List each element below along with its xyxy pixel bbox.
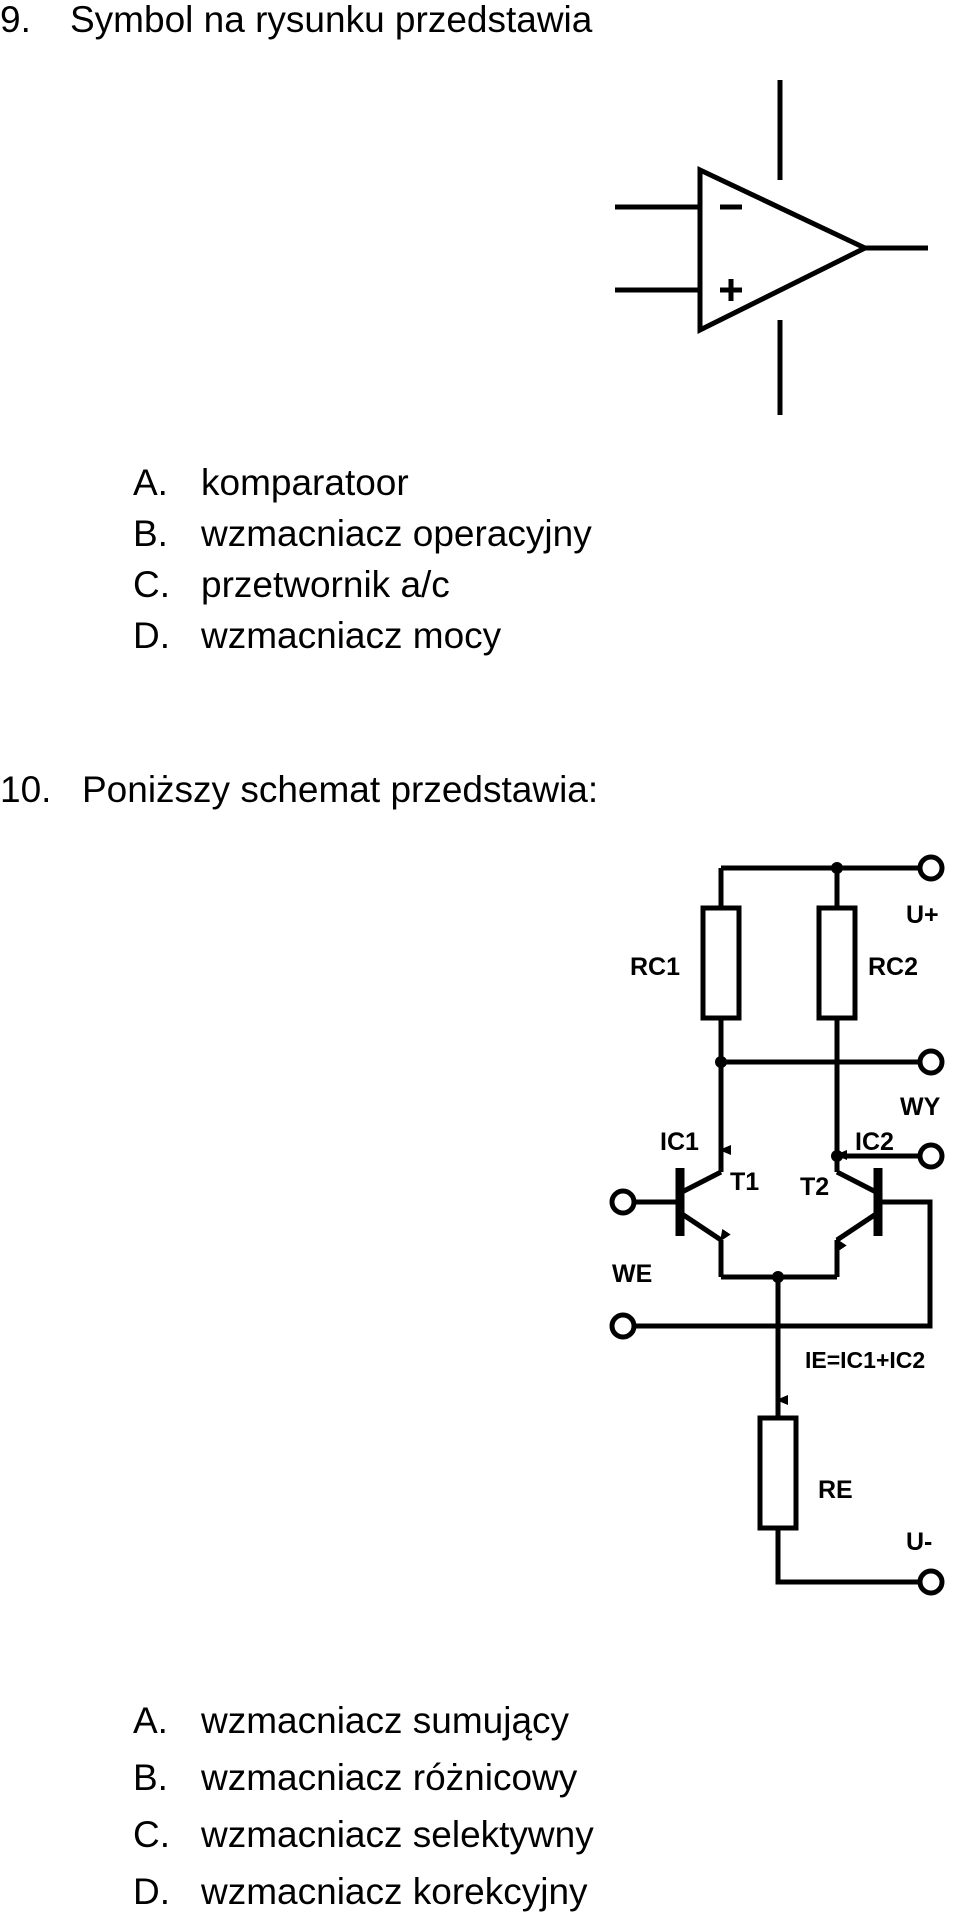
question-text: Symbol na rysunku przedstawia (70, 0, 593, 40)
option-d: D. wzmacniacz korekcyjny (133, 1866, 594, 1923)
label-ic2: IC2 (855, 1128, 894, 1156)
option-letter: C. (133, 1814, 170, 1855)
label-re: RE (818, 1476, 853, 1504)
t2-emitter (835, 1211, 878, 1252)
label-uminus: U- (906, 1528, 932, 1556)
option-text: komparatoor (201, 462, 409, 503)
uminus-terminal (917, 1568, 945, 1596)
option-a: A. wzmacniacz sumujący (133, 1695, 594, 1752)
question-10-options: A. wzmacniacz sumujący B. wzmacniacz różni… (133, 1695, 594, 1923)
we-terminal-1 (609, 1188, 637, 1216)
differential-amplifier-schematic: RC1 RC2 U+ WY IC1 IC2 T1 T2 WE IE=IC1+IC… (609, 854, 945, 1596)
option-letter: C. (133, 564, 170, 605)
label-we: WE (612, 1260, 652, 1288)
option-a: A. komparatoor (133, 457, 592, 508)
option-text: wzmacniacz mocy (201, 615, 502, 656)
junction-dot (831, 862, 843, 874)
re-resistor (757, 1415, 799, 1531)
option-letter: D. (133, 615, 170, 656)
option-text: wzmacniacz korekcyjny (201, 1871, 588, 1912)
junction-dot (831, 1150, 843, 1162)
option-letter: B. (133, 1757, 168, 1798)
option-c: C. wzmacniacz selektywny (133, 1809, 594, 1866)
label-t1: T1 (730, 1168, 759, 1196)
option-text: przetwornik a/c (201, 564, 450, 605)
op-amp-symbol (615, 80, 928, 415)
t2-base-wire (634, 1199, 933, 1329)
t1-emitter (680, 1211, 731, 1243)
wy-terminal-1 (917, 1048, 945, 1076)
label-uplus: U+ (906, 901, 939, 929)
option-letter: A. (133, 1700, 168, 1741)
junction-dot (772, 1271, 784, 1283)
question-number: 10. (0, 769, 52, 810)
label-ic1: IC1 (660, 1128, 699, 1156)
t1-collector (680, 1169, 723, 1195)
option-text: wzmacniacz selektywny (201, 1814, 594, 1855)
t2-collector (835, 1169, 878, 1195)
option-text: wzmacniacz operacyjny (201, 513, 592, 554)
option-c: C. przetwornik a/c (133, 559, 592, 610)
question-number: 9. (0, 0, 31, 40)
rc1-resistor (700, 905, 742, 1021)
label-rc1: RC1 (630, 953, 680, 981)
option-d: D. wzmacniacz mocy (133, 610, 592, 661)
option-letter: B. (133, 513, 168, 554)
we-terminal-2 (609, 1312, 637, 1340)
option-b: B. wzmacniacz różnicowy (133, 1752, 594, 1809)
question-10-title: 10. Poniższy schemat przedstawia: (0, 770, 598, 810)
wy-terminal-2 (917, 1142, 945, 1170)
junction-dot (715, 1056, 727, 1068)
option-letter: A. (133, 462, 168, 503)
re-bottom-wire (775, 1528, 920, 1585)
question-9-options: A. komparatoor B. wzmacniacz operacyjny C.… (133, 457, 592, 661)
option-letter: D. (133, 1871, 170, 1912)
label-t2: T2 (800, 1173, 829, 1201)
op-amp-triangle (697, 166, 871, 335)
option-b: B. wzmacniacz operacyjny (133, 508, 592, 559)
option-text: wzmacniacz sumujący (201, 1700, 570, 1741)
label-rc2: RC2 (868, 953, 918, 981)
uplus-terminal (917, 854, 945, 882)
label-wy: WY (900, 1093, 941, 1121)
rc2-resistor (816, 905, 858, 1021)
question-9-title: 9. Symbol na rysunku przedstawia (0, 0, 592, 40)
label-ie: IE=IC1+IC2 (805, 1347, 925, 1373)
option-text: wzmacniacz różnicowy (201, 1757, 578, 1798)
question-text: Poniższy schemat przedstawia: (82, 769, 599, 810)
